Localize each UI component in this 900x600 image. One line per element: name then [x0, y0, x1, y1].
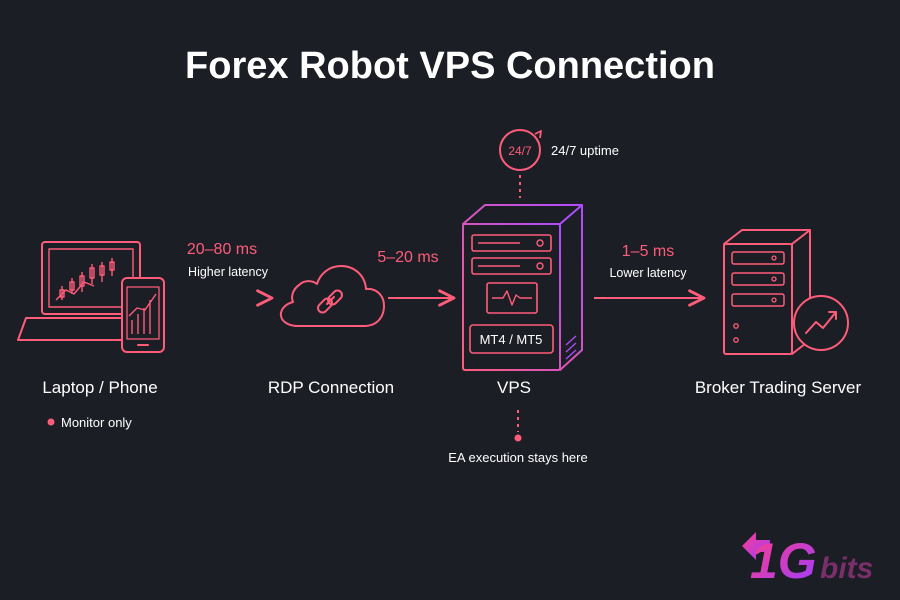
logo-arrow-icon — [742, 532, 770, 560]
rdp-node: RDP Connection — [268, 265, 394, 397]
laptop-phone-label: Laptop / Phone — [42, 378, 157, 397]
latency-laptop-rdp: 20–80 ms — [187, 241, 257, 258]
link-vps-broker: 1–5 ms Lower latency — [594, 243, 706, 307]
uptime-label: 24/7 uptime — [551, 143, 619, 158]
trend-up-icon — [793, 295, 849, 351]
phone-icon — [121, 277, 165, 353]
server-icon — [462, 204, 583, 371]
brand-logo: 1G bits — [742, 532, 873, 589]
ea-execution-note: EA execution stays here — [448, 450, 587, 465]
logo-suffix: bits — [820, 552, 873, 585]
clock-icon: 24/7 — [499, 129, 542, 171]
monitor-only-note: Monitor only — [61, 415, 132, 430]
latency-caption-laptop-rdp: Higher latency — [188, 265, 269, 279]
page-title: Forex Robot VPS Connection — [185, 45, 715, 87]
uptime-badge: 24/7 — [508, 144, 532, 158]
platform-label: MT4 / MT5 — [480, 332, 543, 347]
vps-label: VPS — [497, 378, 531, 397]
broker-node: Broker Trading Server — [695, 229, 862, 397]
ea-dot — [514, 434, 522, 442]
vps-node: 24/7 24/7 uptime MT4 / MT5 VPS — [448, 129, 619, 465]
latency-caption-vps-broker: Lower latency — [609, 266, 687, 280]
rdp-label: RDP Connection — [268, 378, 394, 397]
latency-vps-broker: 1–5 ms — [622, 243, 674, 260]
cloud-icon — [279, 265, 385, 327]
logo-number: 1G — [750, 533, 817, 589]
laptop-phone-node: Laptop / Phone Monitor only — [17, 241, 165, 430]
link-rdp-vps: 5–20 ms — [377, 249, 456, 307]
link-icon — [317, 289, 343, 314]
broker-label: Broker Trading Server — [695, 378, 862, 397]
link-laptop-rdp: 20–80 ms Higher latency — [178, 241, 274, 307]
bullet-dot — [47, 418, 55, 426]
latency-rdp-vps: 5–20 ms — [377, 249, 438, 266]
